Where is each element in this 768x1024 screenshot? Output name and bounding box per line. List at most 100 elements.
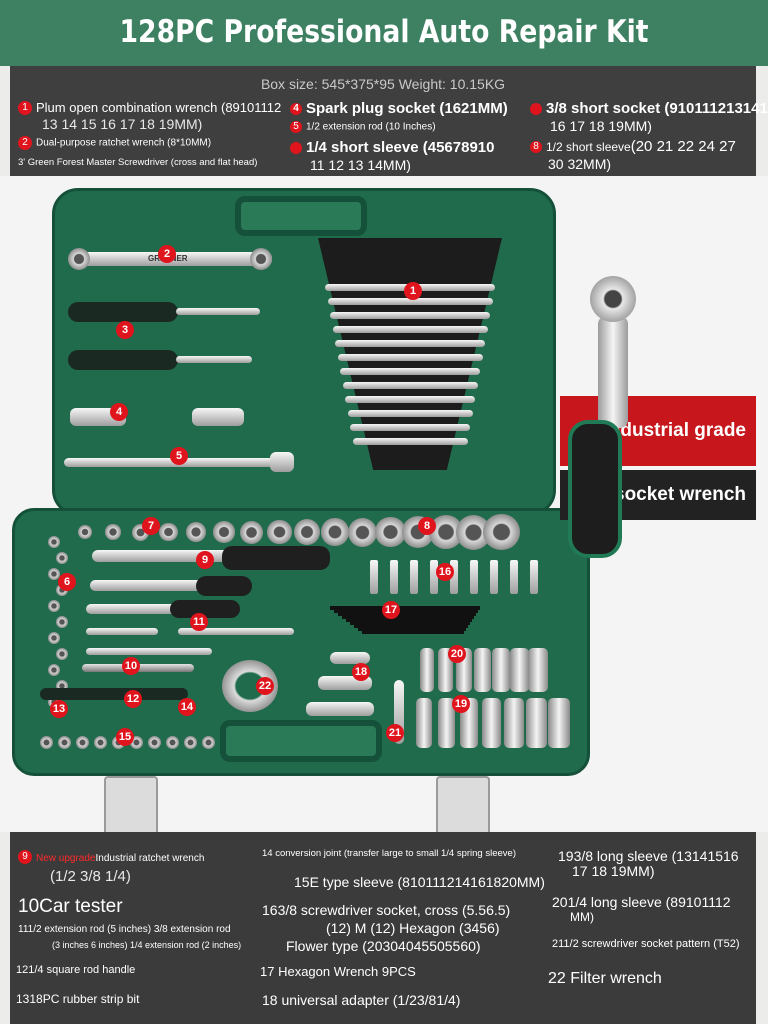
item-15-text: 15E type sleeve (810111214161820MM)	[294, 874, 545, 890]
item-9-sizes: (1/2 3/8 1/4)	[50, 868, 131, 885]
latch-right	[436, 776, 490, 836]
combination-wrench	[342, 382, 478, 389]
quarter-socket	[56, 648, 68, 660]
callout-badge: 22	[256, 677, 274, 695]
quarter-socket	[48, 664, 60, 676]
hex-key	[358, 627, 466, 631]
callout-badge: 15	[116, 728, 134, 746]
long-sleeve	[492, 648, 510, 692]
item-19-sizes: 17 18 19MM)	[572, 863, 655, 879]
item-22-text: 22 Filter wrench	[548, 970, 662, 987]
featured-ratchet-neck	[598, 316, 628, 428]
ratchet-1-shaft	[92, 550, 242, 562]
item-7-text: 3/8 short socket (9101112131415	[546, 100, 768, 117]
item-21-text: 211/2 screwdriver socket pattern (T52)	[552, 938, 740, 950]
hex-key	[362, 630, 464, 634]
callout-badge: 1	[404, 282, 422, 300]
combination-wrench	[337, 354, 483, 361]
short-socket	[321, 518, 349, 546]
screwdriver-1-shaft	[176, 308, 260, 315]
item-20-sizes: MM)	[570, 910, 594, 924]
ratchet-3-grip	[170, 600, 240, 618]
short-socket	[483, 513, 520, 551]
quarter-socket	[48, 632, 60, 644]
callout-badge: 3	[116, 321, 134, 339]
box-size-text: Box size: 545*375*95 Weight: 10.15KG	[260, 76, 506, 92]
item-1-text: Plum open combination wrench (89101112	[36, 100, 282, 115]
page-title: 128PC Professional Auto Repair Kit	[119, 14, 649, 50]
item-6-text: 1/4 short sleeve (45678910	[306, 139, 495, 156]
wrench-ring-right	[250, 248, 272, 270]
e-type-socket	[58, 736, 71, 749]
long-sleeve	[416, 698, 432, 748]
item-7-sizes: 16 17 18 19MM)	[550, 118, 652, 134]
t52-socket	[394, 680, 404, 744]
item-11-text: 111/2 extension rod (5 inches) 3/8 exten…	[18, 924, 231, 935]
item-16-text: 163/8 screwdriver socket, cross (5.56.5)	[262, 902, 511, 918]
long-sleeve	[510, 648, 529, 692]
callout-badge: 16	[436, 563, 454, 581]
screwdriver-2-grip	[68, 350, 178, 370]
item-7: 3/8 short socket (9101112131415	[530, 100, 768, 117]
callout-badge: 18	[352, 663, 370, 681]
short-socket	[105, 524, 121, 540]
long-sleeve	[528, 648, 548, 692]
item-8-sizes-b: 30 32MM)	[548, 156, 612, 172]
hex-key	[338, 612, 476, 616]
combination-wrench	[327, 298, 493, 305]
item-9-badge: 9	[18, 850, 32, 865]
e-type-socket	[76, 736, 89, 749]
short-socket	[159, 522, 178, 542]
extension-rod-end	[270, 452, 294, 472]
e-type-socket	[40, 736, 53, 749]
square-rod-handle	[40, 688, 188, 700]
long-sleeve	[438, 698, 455, 748]
spark-plug-socket-2	[192, 408, 244, 426]
screwdriver-bit	[510, 560, 518, 594]
combination-wrench	[330, 312, 490, 319]
short-socket	[186, 522, 206, 542]
e-type-socket	[184, 736, 197, 749]
callout-badge: 12	[124, 690, 142, 708]
combination-wrench	[352, 438, 468, 445]
ratchet-1-grip	[222, 546, 330, 570]
item-20-text: 201/4 long sleeve (89101112	[552, 894, 731, 910]
item-5-text: 1/2 extension rod (10 Inches)	[306, 121, 436, 133]
item-4-text: Spark plug socket (1621MM)	[306, 100, 508, 117]
item-5-badge: 5	[290, 121, 302, 133]
callout-badge: 7	[142, 517, 160, 535]
callout-badge: 4	[110, 403, 128, 421]
e-type-socket	[202, 736, 215, 749]
ext-rod-1	[86, 628, 158, 635]
item-8-sizes-a: (20 21 22 24 27	[630, 138, 736, 155]
hex-key	[342, 615, 474, 619]
hex-key	[354, 624, 468, 628]
combination-wrench	[350, 424, 470, 431]
item-9-new-upgrade: New upgrade	[36, 853, 96, 864]
combination-wrench	[345, 396, 475, 403]
industrial-grade-band: Industrial grade	[560, 396, 756, 466]
callout-badge: 21	[386, 724, 404, 742]
screwdriver-1-grip	[68, 302, 178, 322]
short-socket	[294, 519, 320, 545]
item-16-line-2: (12) M (12) Hexagon (3456)	[326, 920, 500, 936]
long-sleeve	[482, 698, 501, 748]
item-10-text: 10Car tester	[18, 896, 123, 917]
long-sleeve	[420, 648, 434, 692]
callout-badge: 20	[448, 645, 466, 663]
quarter-socket	[48, 600, 60, 612]
e-type-socket	[94, 736, 107, 749]
e-type-socket	[148, 736, 161, 749]
quarter-socket	[48, 568, 60, 580]
item-6: 1/4 short sleeve (45678910	[290, 139, 494, 156]
screwdriver-bit	[410, 560, 418, 594]
ratchet-2-grip	[196, 576, 252, 596]
item-16-line-3: Flower type (20304045505560)	[286, 938, 481, 954]
